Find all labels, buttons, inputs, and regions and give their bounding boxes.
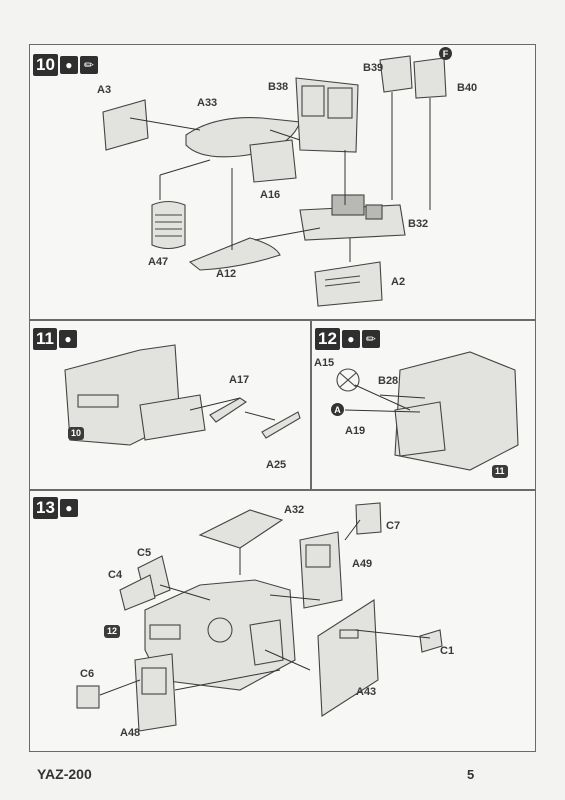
page-number: 5 xyxy=(467,767,475,782)
part-a49-label: A49 xyxy=(352,558,373,570)
part-b28-label: B28 xyxy=(378,375,399,387)
part-c5-label: C5 xyxy=(137,547,152,559)
part-c4-label: C4 xyxy=(108,569,123,581)
step-11-header: 11 ● xyxy=(33,328,77,350)
step-10-header: 10 ● ✏ xyxy=(33,54,98,76)
glue-drop-icon: ● xyxy=(59,499,78,517)
part-a15-label: A15 xyxy=(314,357,335,369)
glue-drop-icon: ● xyxy=(58,330,77,348)
part-a3-label: A3 xyxy=(97,84,112,96)
step-number: 12 xyxy=(315,328,340,350)
part-a25-label: A25 xyxy=(266,459,287,471)
sprue-a-marker: A xyxy=(331,403,344,416)
step-10-panel xyxy=(29,44,536,320)
part-a33-label: A33 xyxy=(197,97,218,109)
step-number: 11 xyxy=(33,328,57,350)
part-a12-label: A12 xyxy=(216,268,237,280)
part-a16-label: A16 xyxy=(260,189,281,201)
step-number: 13 xyxy=(33,497,58,519)
glue-drop-icon: ● xyxy=(59,56,78,74)
glue-drop-icon: ● xyxy=(341,330,360,348)
step-13-header: 13 ● xyxy=(33,497,78,519)
part-a43-label: A43 xyxy=(356,686,377,698)
paint-brush-icon: ✏ xyxy=(361,330,380,348)
step-12-header: 12 ● ✏ xyxy=(315,328,380,350)
step-ref-badge: 11 xyxy=(492,465,508,478)
part-a32-label: A32 xyxy=(284,504,305,516)
step-ref-badge: 10 xyxy=(68,427,85,440)
part-c7-label: C7 xyxy=(386,520,401,532)
part-c6-label: C6 xyxy=(80,668,95,680)
part-a47-label: A47 xyxy=(148,256,169,268)
step-ref-badge: 12 xyxy=(104,625,121,638)
part-c1-label: C1 xyxy=(440,645,455,657)
part-a48-label: A48 xyxy=(120,727,141,739)
part-b32-label: B32 xyxy=(408,218,429,230)
part-a17-label: A17 xyxy=(229,374,250,386)
step-number: 10 xyxy=(33,54,58,76)
sprue-f-marker: F xyxy=(439,47,452,60)
part-b39-label: B39 xyxy=(363,62,384,74)
part-b38-label: B38 xyxy=(268,81,289,93)
model-title: YAZ-200 xyxy=(37,766,92,782)
paint-brush-icon: ✏ xyxy=(79,56,98,74)
part-a2-label: A2 xyxy=(391,276,406,288)
part-a19-label: A19 xyxy=(345,425,366,437)
part-b40-label: B40 xyxy=(457,82,478,94)
